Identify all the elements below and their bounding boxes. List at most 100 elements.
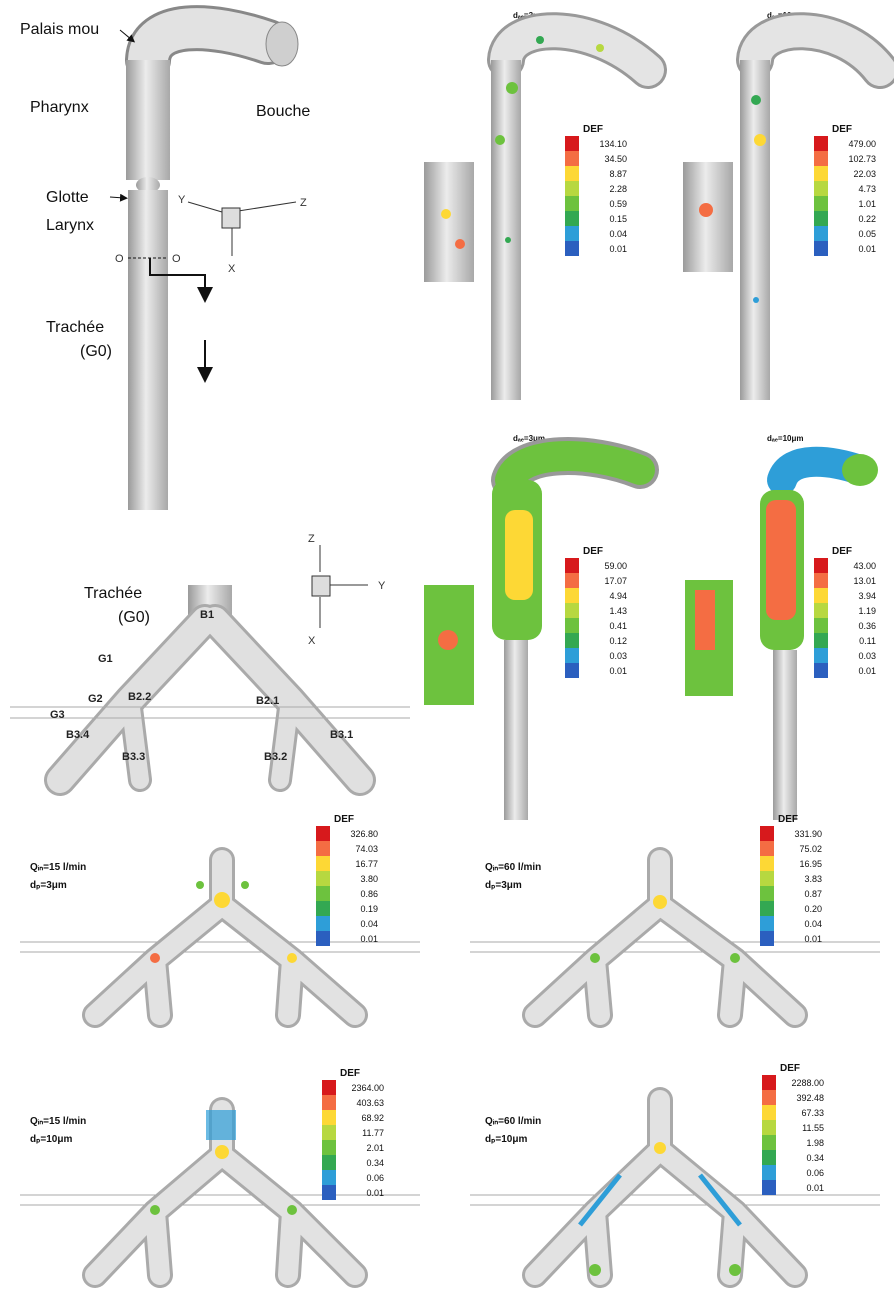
bifurcation-label-b3-1: B3.1 (330, 729, 353, 741)
legend-swatch (565, 588, 579, 603)
bifurcation-label-b2-2: B2.2 (128, 691, 151, 703)
legend-swatch (316, 826, 330, 841)
panel-title: dₐₑ=10μm (767, 434, 804, 443)
legend-swatch (762, 1150, 776, 1165)
axis-label-z-bottom: Z (308, 533, 315, 545)
particle-size-label: dₚ=10μm (30, 1134, 72, 1145)
flow-rate-label: Qᵢₙ=15 l/min (30, 1116, 86, 1127)
pharynx-label: Pharynx (30, 99, 89, 116)
glottis-pointer (110, 197, 124, 198)
legend-swatch (814, 633, 828, 648)
legend-swatch (565, 166, 579, 181)
legend-value: 134.10 (599, 139, 627, 149)
legend-value: 392.48 (796, 1093, 824, 1103)
legend-swatch (316, 841, 330, 856)
legend-value: 331.90 (794, 829, 822, 839)
legend-swatch (565, 573, 579, 588)
bifurcation-label-b3-2: B3.2 (264, 751, 287, 763)
flow-rate-label: Qᵢₙ=15 l/min (30, 862, 86, 873)
legend-swatch (760, 841, 774, 856)
legend-swatch (760, 871, 774, 886)
legend-swatch (565, 226, 579, 241)
legend-swatch (814, 588, 828, 603)
legend-nasal-10: DEF43.0013.013.941.190.360.110.030.01 (814, 546, 876, 678)
legend-value: 1.01 (858, 199, 876, 209)
flow-rate-label: Qᵢₙ=60 l/min (485, 862, 541, 873)
legend-value: 3.83 (804, 874, 822, 884)
legend-swatch (316, 916, 330, 931)
legend-value: 4.73 (858, 184, 876, 194)
legend-value: 0.01 (806, 1183, 824, 1193)
legend-nasal-3: DEF59.0017.074.941.430.410.120.030.01 (565, 546, 627, 678)
legend-value: 0.06 (806, 1168, 824, 1178)
legend-swatch (322, 1155, 336, 1170)
legend-value: 102.73 (848, 154, 876, 164)
bifurcation-label-b1: B1 (200, 609, 214, 621)
legend-swatch (316, 856, 330, 871)
legend-swatch (565, 151, 579, 166)
axis-label-y-top: Y (178, 194, 186, 206)
legend-swatch (322, 1185, 336, 1200)
legend-title: DEF (340, 1068, 360, 1079)
legend-value: 34.50 (604, 154, 627, 164)
legend-swatch (316, 931, 330, 946)
legend-value: 2364.00 (351, 1083, 384, 1093)
legend-swatch (814, 151, 828, 166)
legend-value: 403.63 (356, 1098, 384, 1108)
legend-swatch (762, 1120, 776, 1135)
legend-value: 43.00 (853, 561, 876, 571)
legend-value: 75.02 (799, 844, 822, 854)
legend-swatch (762, 1075, 776, 1090)
legend-swatch (814, 648, 828, 663)
legend-value: 0.04 (804, 919, 822, 929)
panel-nasal-10um: dₐₑ=10μm (685, 434, 878, 820)
legend-title: DEF (780, 1063, 800, 1074)
legend-value: 8.87 (609, 169, 627, 179)
legend-swatch (814, 573, 828, 588)
oral-airway-geometry (126, 22, 298, 510)
legend-swatch (814, 241, 828, 256)
legend-value: 0.04 (609, 229, 627, 239)
legend-swatch (814, 558, 828, 573)
legend-value: 74.03 (355, 844, 378, 854)
legend-value: 0.03 (858, 651, 876, 661)
legend-value: 0.12 (609, 636, 627, 646)
legend-swatch (762, 1180, 776, 1195)
legend-swatch (322, 1140, 336, 1155)
legend-value: 0.22 (858, 214, 876, 224)
legend-swatch (316, 886, 330, 901)
panel-nasal-3um: dₐₑ=3μm (424, 434, 640, 820)
trachea-generation-top: (G0) (80, 343, 112, 360)
legend-value: 16.77 (355, 859, 378, 869)
legend-value: 0.87 (804, 889, 822, 899)
legend-swatch (814, 166, 828, 181)
legend-value: 0.86 (360, 889, 378, 899)
axis-label-y-bottom: Y (378, 580, 386, 592)
legend-swatch (814, 618, 828, 633)
legend-value: 326.80 (350, 829, 378, 839)
legend-swatch (565, 196, 579, 211)
legend-value: 2.28 (609, 184, 627, 194)
legend-swatch (316, 871, 330, 886)
legend-swatch (814, 196, 828, 211)
legend-tree-60-10: DEF2288.00392.4867.3311.551.980.340.060.… (762, 1063, 824, 1195)
legend-swatch (565, 663, 579, 678)
legend-swatch (762, 1165, 776, 1180)
legend-title: DEF (334, 814, 354, 825)
legend-value: 0.01 (609, 666, 627, 676)
legend-value: 1.98 (806, 1138, 824, 1148)
legend-swatch (565, 136, 579, 151)
bifurcation-label-b3-4: B3.4 (66, 729, 90, 741)
legend-value: 0.01 (360, 934, 378, 944)
legend-value: 0.19 (360, 904, 378, 914)
legend-value: 0.01 (858, 666, 876, 676)
legend-swatch (814, 181, 828, 196)
legend-swatch (760, 856, 774, 871)
trachea-generation-bottom: (G0) (118, 609, 150, 626)
legend-value: 0.04 (360, 919, 378, 929)
legend-tree-15-10: DEF2364.00403.6368.9211.772.010.340.060.… (322, 1068, 384, 1200)
glottis-label: Glotte (46, 189, 89, 206)
legend-value: 479.00 (848, 139, 876, 149)
coordinate-axes-top: Y Z X (178, 194, 307, 275)
legend-swatch (760, 931, 774, 946)
